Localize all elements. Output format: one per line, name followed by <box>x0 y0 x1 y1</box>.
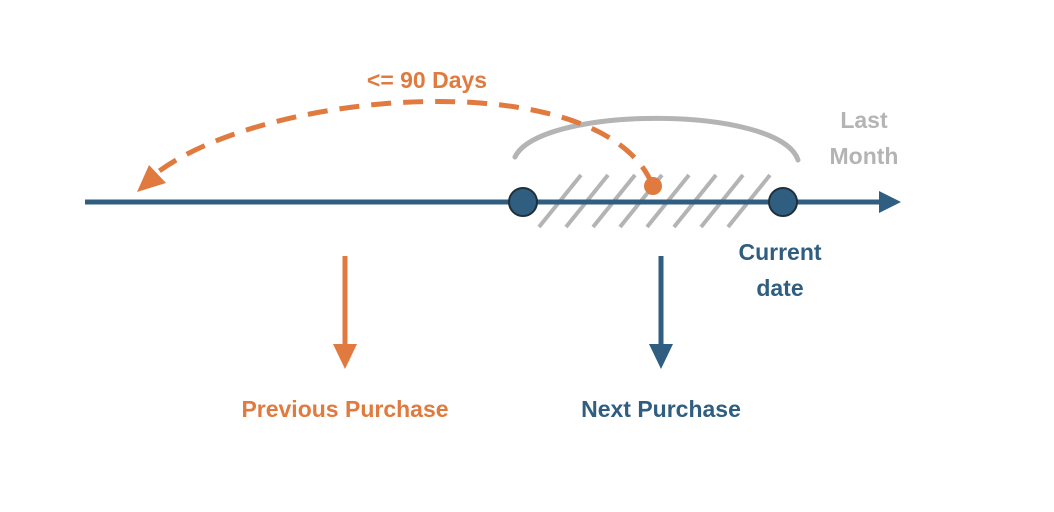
lookback-dashed-arc <box>146 98 655 185</box>
days-window-label: <= 90 Days <box>366 67 488 93</box>
current-date-node <box>768 187 798 217</box>
next-purchase-arrowhead <box>649 344 673 369</box>
last-month-start-node <box>508 187 538 217</box>
last-month-arc <box>512 115 801 163</box>
current-date-label: Current date <box>738 239 822 301</box>
lookback-arrowhead <box>137 165 166 192</box>
last-month-label: Last Month <box>829 107 899 169</box>
next-purchase-label: Next Purchase <box>581 396 741 422</box>
timeline-arrowhead <box>879 191 901 213</box>
previous-purchase-label: Previous Purchase <box>241 396 449 422</box>
previous-purchase-arrowhead <box>333 344 357 369</box>
purchase-marker-dot <box>644 177 662 195</box>
